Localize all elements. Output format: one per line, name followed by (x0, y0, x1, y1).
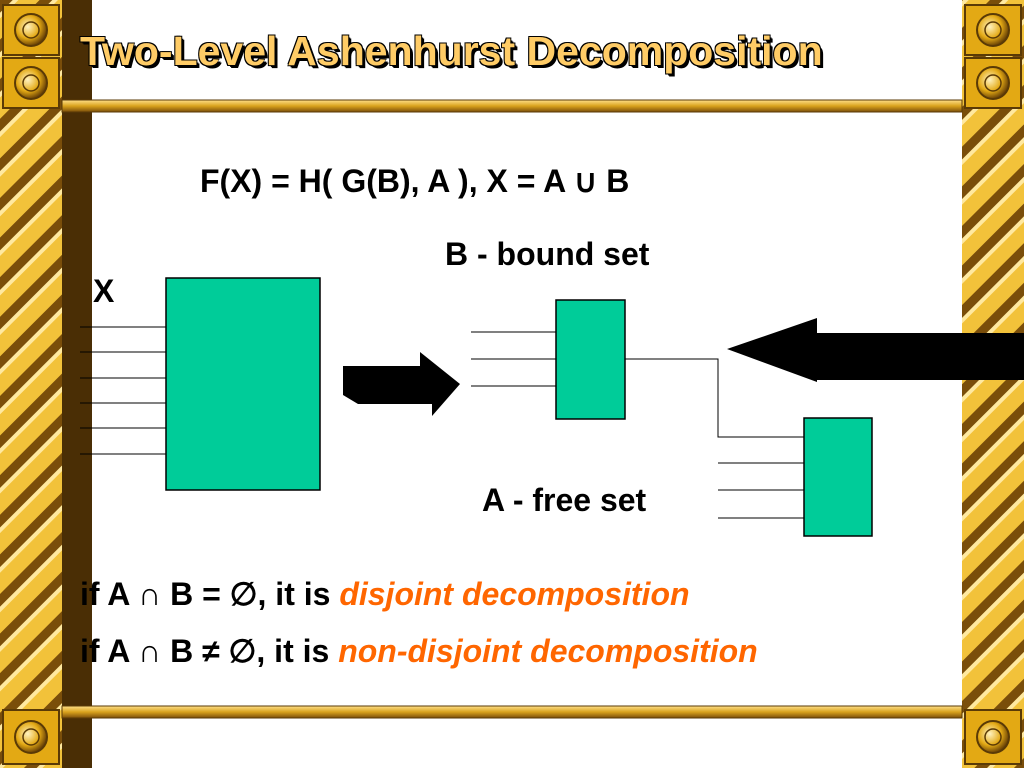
block-h (803, 417, 873, 537)
corner-knobs (2, 4, 1022, 765)
function-block-f (165, 277, 321, 491)
left-stripe-column (0, 0, 62, 768)
disjoint-line-prefix: if A ∩ B = ∅, it is (80, 576, 340, 612)
slide-title: Two-Level Ashenhurst Decomposition (80, 28, 823, 74)
input-lines-b (471, 331, 556, 387)
left-dark-bar (62, 0, 92, 768)
disjoint-line-highlight: disjoint decomposition (339, 576, 690, 612)
pointer-arrow (727, 318, 1024, 382)
non-disjoint-line-prefix: if A ∩ B ≠ ∅, it is (80, 633, 339, 669)
x-input-label: X (93, 273, 115, 309)
bound-set-label: B - bound set (445, 236, 650, 272)
formula: F(X) = H( G(B), A ), X = A ∪ B (200, 163, 630, 199)
non-disjoint-line-highlight: non-disjoint decomposition (338, 633, 758, 669)
transform-arrow (343, 352, 460, 416)
top-gold-bar (61, 99, 963, 113)
connection-g-to-h (625, 358, 804, 438)
input-lines-a (718, 462, 804, 519)
right-stripe-column (962, 0, 1024, 768)
bottom-gold-bar (61, 705, 963, 719)
non-disjoint-line: if A ∩ B ≠ ∅, it is non-disjoint decompo… (80, 632, 758, 670)
disjoint-line: if A ∩ B = ∅, it is disjoint decompositi… (80, 575, 690, 613)
input-lines-x (80, 326, 166, 455)
hidden-char-label: C (864, 346, 880, 371)
block-g (555, 299, 626, 420)
free-set-label: A - free set (482, 482, 647, 518)
